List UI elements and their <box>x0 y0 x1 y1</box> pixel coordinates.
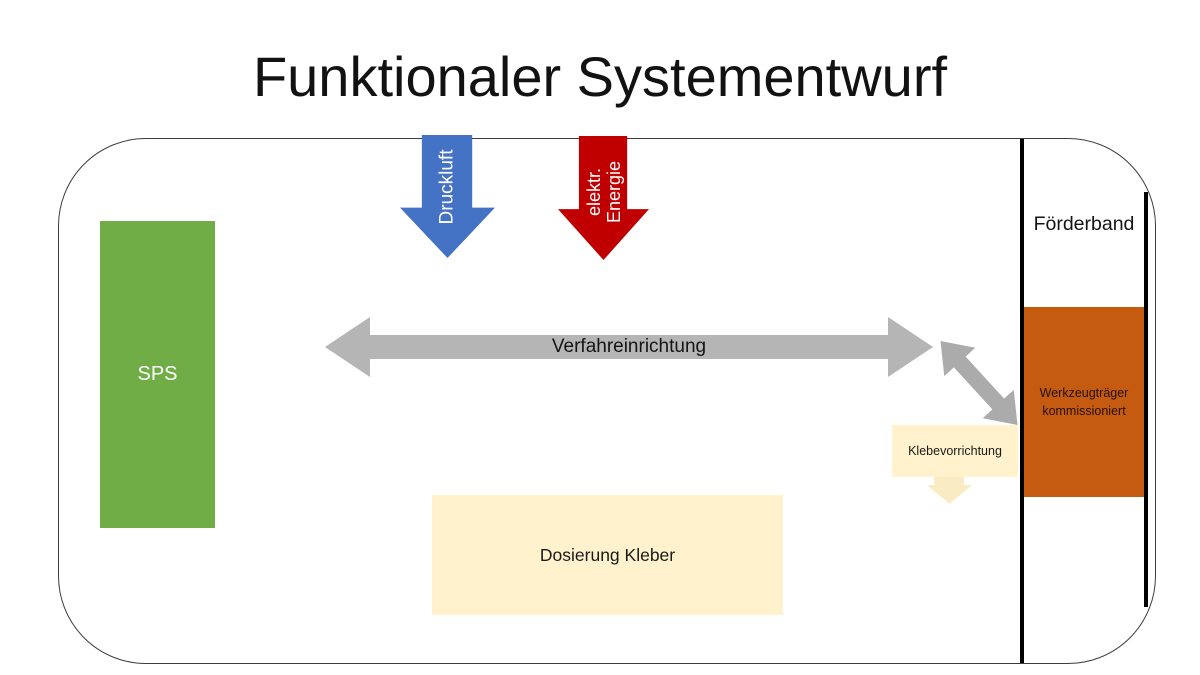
klebevorrichtung-box: Klebevorrichtung <box>892 425 1018 477</box>
dosierung-kleber-label: Dosierung Kleber <box>539 544 676 565</box>
foerderband-rail-left <box>1020 139 1024 663</box>
klebevorrichtung-label: Klebevorrichtung <box>908 444 1002 458</box>
druckluft-label: Druckluft <box>436 149 458 225</box>
down-arrow-icon <box>927 477 972 504</box>
page-title: Funktionaler Systementwurf <box>252 44 948 108</box>
dosierung-kleber-box: Dosierung Kleber <box>432 495 783 615</box>
elektrische-energie-arrow: elektr. Energie <box>558 136 649 260</box>
druckluft-arrow: Druckluft <box>400 135 495 258</box>
werkzeugtraeger-label: Werkzeugträger kommissioniert <box>1039 385 1129 418</box>
foerderband-rail-right <box>1144 192 1148 607</box>
klebevorrichtung-down-arrow <box>927 477 972 504</box>
foerderband-label: Förderband <box>1033 213 1135 235</box>
sps-label: SPS <box>137 363 178 385</box>
werkzeugtraeger-box: Werkzeugträger kommissioniert <box>1024 307 1144 497</box>
sps-box: SPS <box>100 221 215 528</box>
verfahreinrichtung-arrow: Verfahreinrichtung <box>325 317 933 377</box>
elektrische-energie-label: elektr. Energie <box>583 160 624 224</box>
verfahreinrichtung-label: Verfahreinrichtung <box>551 336 707 357</box>
